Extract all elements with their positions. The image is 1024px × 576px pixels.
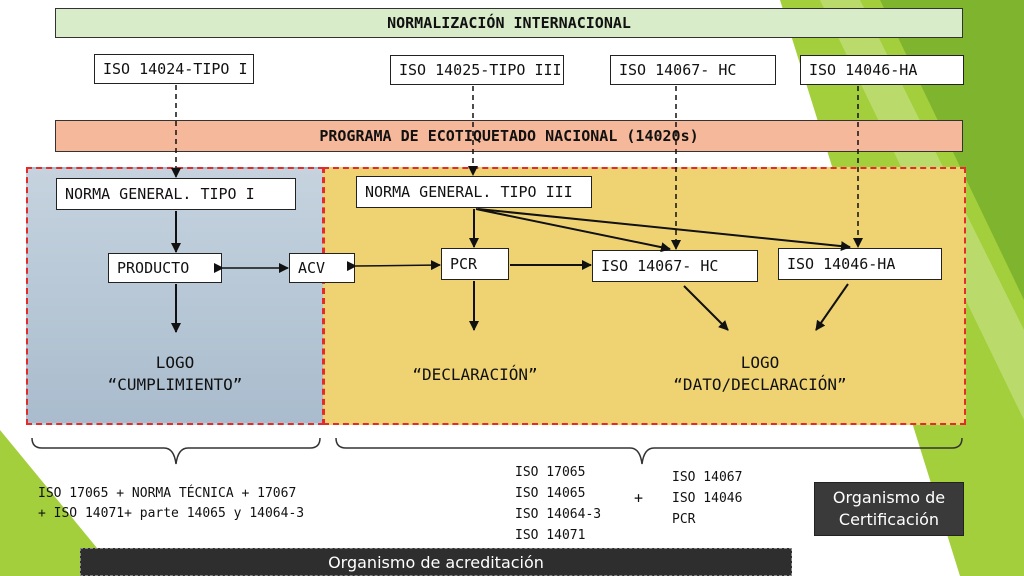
right-standard-item: ISO 14046 (672, 491, 743, 506)
iso-14046-ha-inner-box: ISO 14046-HA (778, 248, 942, 280)
pcr-box: PCR (441, 248, 509, 280)
iso-14046-box: ISO 14046-HA (800, 55, 964, 85)
iso-14067-box: ISO 14067- HC (610, 55, 776, 85)
right-standards-list: ISO 14067 ISO 14046 PCR (672, 467, 742, 530)
logo-compliance-line2: “CUMPLIMIENTO” (107, 375, 243, 394)
declaration-label: “DECLARACIÓN” (412, 365, 538, 384)
logo-data-line2: “DATO/DECLARACIÓN” (673, 375, 847, 394)
international-standardization-banner: NORMALIZACIÓN INTERNACIONAL (55, 8, 963, 38)
left-requirements-text: ISO 17065 + NORMA TÉCNICA + 17067 + ISO … (38, 484, 304, 524)
certification-line2: Certificación (838, 510, 940, 529)
plus-sign: + (634, 489, 644, 507)
right-standard-item: PCR (672, 512, 696, 527)
right-standard-item: ISO 14067 (672, 470, 743, 485)
certification-body-box: Organismo de Certificación (814, 482, 964, 536)
iso-14024-box: ISO 14024-TIPO I (94, 54, 254, 84)
acv-box: ACV (289, 253, 355, 283)
norm-general-type-iii-box: NORMA GENERAL. TIPO III (356, 176, 592, 208)
left-requirements-line2: + ISO 14071+ parte 14065 y 14064-3 (38, 506, 305, 521)
product-box: PRODUCTO (108, 253, 222, 283)
middle-standard-item: ISO 14071 (515, 528, 586, 543)
accreditation-body-box: Organismo de acreditación (80, 548, 792, 576)
national-ecolabel-program-banner: PROGRAMA DE ECOTIQUETADO NACIONAL (14020… (55, 120, 963, 152)
middle-standard-item: ISO 14065 (515, 486, 586, 501)
type-iii-region (323, 167, 966, 425)
middle-standard-item: ISO 17065 (515, 465, 586, 480)
certification-line1: Organismo de (832, 488, 946, 507)
iso-14067-hc-inner-box: ISO 14067- HC (592, 250, 758, 282)
logo-data-line1: LOGO (740, 353, 780, 372)
iso-14025-box: ISO 14025-TIPO III (390, 55, 564, 85)
norm-general-type-i-box: NORMA GENERAL. TIPO I (56, 178, 296, 210)
logo-compliance-label: LOGO “CUMPLIMIENTO” (70, 352, 280, 396)
logo-data-declaration-label: LOGO “DATO/DECLARACIÓN” (640, 352, 880, 396)
middle-standard-item: ISO 14064-3 (515, 507, 602, 522)
logo-compliance-line1: LOGO (155, 353, 195, 372)
middle-standards-list: ISO 17065 ISO 14065 ISO 14064-3 ISO 1407… (515, 462, 601, 546)
left-requirements-line1: ISO 17065 + NORMA TÉCNICA + 17067 (38, 486, 297, 501)
